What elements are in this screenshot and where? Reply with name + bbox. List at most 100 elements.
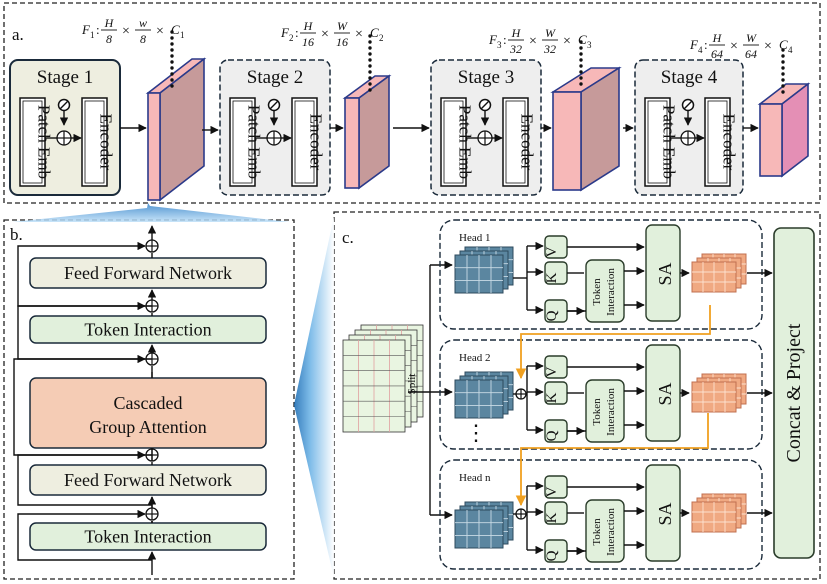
head-1-sa-label: SA	[655, 262, 675, 285]
stage-1-pos-icon	[57, 98, 71, 112]
head-1-label: Head 1	[459, 232, 490, 244]
stage-2-add-icon	[266, 130, 282, 146]
head-3-ti-box	[585, 499, 625, 563]
svg-text:1: 1	[90, 30, 95, 40]
b-add-5	[145, 239, 159, 253]
head-3-ti-line1: Token	[591, 518, 603, 546]
block-ffn-bottom: Feed Forward Network	[29, 464, 267, 496]
svg-text:8: 8	[106, 32, 112, 46]
svg-text:×: ×	[122, 24, 130, 39]
feature-name-1: F	[81, 22, 91, 37]
block-token-interaction-top-box	[29, 315, 267, 344]
heads-ellipsis: ⋮	[465, 420, 487, 445]
feature-cube-1-shape	[145, 57, 207, 202]
head-1-ti-box	[585, 259, 625, 323]
svg-text::: :	[96, 22, 100, 37]
head-2-ti-box	[585, 379, 625, 443]
block-cascaded-group-attention-label-1: Cascaded	[114, 393, 183, 413]
svg-text:3: 3	[497, 40, 502, 50]
block-token-interaction-top-label: Token Interaction	[84, 320, 211, 340]
svg-text:W: W	[545, 26, 556, 40]
svg-text:×: ×	[156, 24, 164, 39]
svg-text:4: 4	[788, 45, 793, 55]
svg-text::: :	[503, 32, 507, 47]
head-2-ti-line2: Interaction	[605, 388, 617, 436]
svg-text:2: 2	[289, 33, 294, 43]
block-ffn-bottom-label: Feed Forward Network	[64, 470, 232, 490]
head-1-v-label: V	[544, 246, 560, 257]
b-skip-5	[17, 241, 152, 307]
svg-text:×: ×	[563, 34, 571, 49]
stage-2-pos-icon	[267, 98, 281, 112]
zoom-fan-a-to-b	[12, 203, 290, 222]
head-2-q-label: Q	[544, 430, 560, 441]
block-ffn-top-label: Feed Forward Network	[64, 263, 232, 283]
svg-text:2: 2	[379, 33, 384, 43]
svg-text:W: W	[746, 31, 757, 45]
feature-cube-4-shape	[757, 82, 811, 178]
block-token-interaction-top: Token Interaction	[29, 315, 267, 344]
svg-text::: :	[704, 37, 708, 52]
zoom-fan-b-to-c	[294, 216, 334, 578]
svg-text:64: 64	[745, 47, 757, 61]
input-feature-stack	[342, 324, 424, 433]
stage-2-title: Stage 2	[247, 67, 303, 88]
b-skip-1	[17, 509, 152, 561]
stage-4-patch-emb-label: Patch Emb	[660, 105, 679, 179]
head-3-add-icon	[515, 508, 527, 520]
panel-a-label: a.	[12, 25, 24, 44]
stage-3-patch-emb-label: Patch Emb	[456, 105, 475, 179]
head-3-ti-line2: Interaction	[605, 508, 617, 556]
block-token-interaction-bottom-box	[29, 522, 267, 551]
head-1-frame	[439, 219, 763, 330]
svg-text:W: W	[337, 19, 348, 33]
head-1-ti-line2: Interaction	[605, 268, 617, 316]
stage-3-title: Stage 3	[458, 67, 514, 88]
head-2-k-label: K	[544, 392, 560, 403]
block-ffn-bottom-box	[29, 464, 267, 496]
concat-project-label: Concat & Project	[783, 323, 805, 462]
svg-text:8: 8	[140, 32, 146, 46]
block-token-interaction-bottom-label: Token Interaction	[84, 527, 211, 547]
head-3-label: Head n	[459, 472, 491, 484]
panel-a-frame	[3, 2, 821, 204]
head-1-ti-line1: Token	[591, 278, 603, 306]
block-cascaded-group-attention-box	[29, 377, 267, 449]
svg-text:×: ×	[764, 39, 772, 54]
panel-b-label: b.	[10, 225, 23, 244]
stage-3-encoder-label: Encoder	[518, 114, 537, 171]
svg-text:w: w	[139, 16, 147, 30]
svg-text:C: C	[370, 25, 379, 40]
stage-1-encoder-label: Encoder	[97, 114, 116, 171]
feature-name-4: F	[689, 37, 699, 52]
block-ffn-top: Feed Forward Network	[29, 257, 267, 289]
feature-cube-2-shape	[342, 74, 392, 190]
channel-dots-1	[170, 30, 174, 34]
svg-text:×: ×	[730, 39, 738, 54]
svg-text:×: ×	[321, 27, 329, 42]
svg-text:×: ×	[355, 27, 363, 42]
svg-text:C: C	[779, 37, 788, 52]
stage-3: Stage 3 Patch Emb Encoder	[430, 59, 542, 196]
svg-text:3: 3	[587, 40, 592, 50]
stage-4-encoder-label: Encoder	[720, 114, 739, 171]
stage-1-add-icon	[56, 130, 72, 146]
stage-4-pos-icon	[681, 98, 695, 112]
svg-text:C: C	[171, 22, 180, 37]
cascade-line-2-n	[515, 413, 709, 507]
stage-4-title: Stage 4	[661, 67, 718, 88]
svg-text:32: 32	[543, 42, 556, 56]
stage-4-add-icon	[680, 130, 696, 146]
panel-a: a.	[3, 2, 821, 204]
svg-text:H: H	[712, 31, 723, 45]
feature-cubes-detail	[145, 57, 811, 202]
